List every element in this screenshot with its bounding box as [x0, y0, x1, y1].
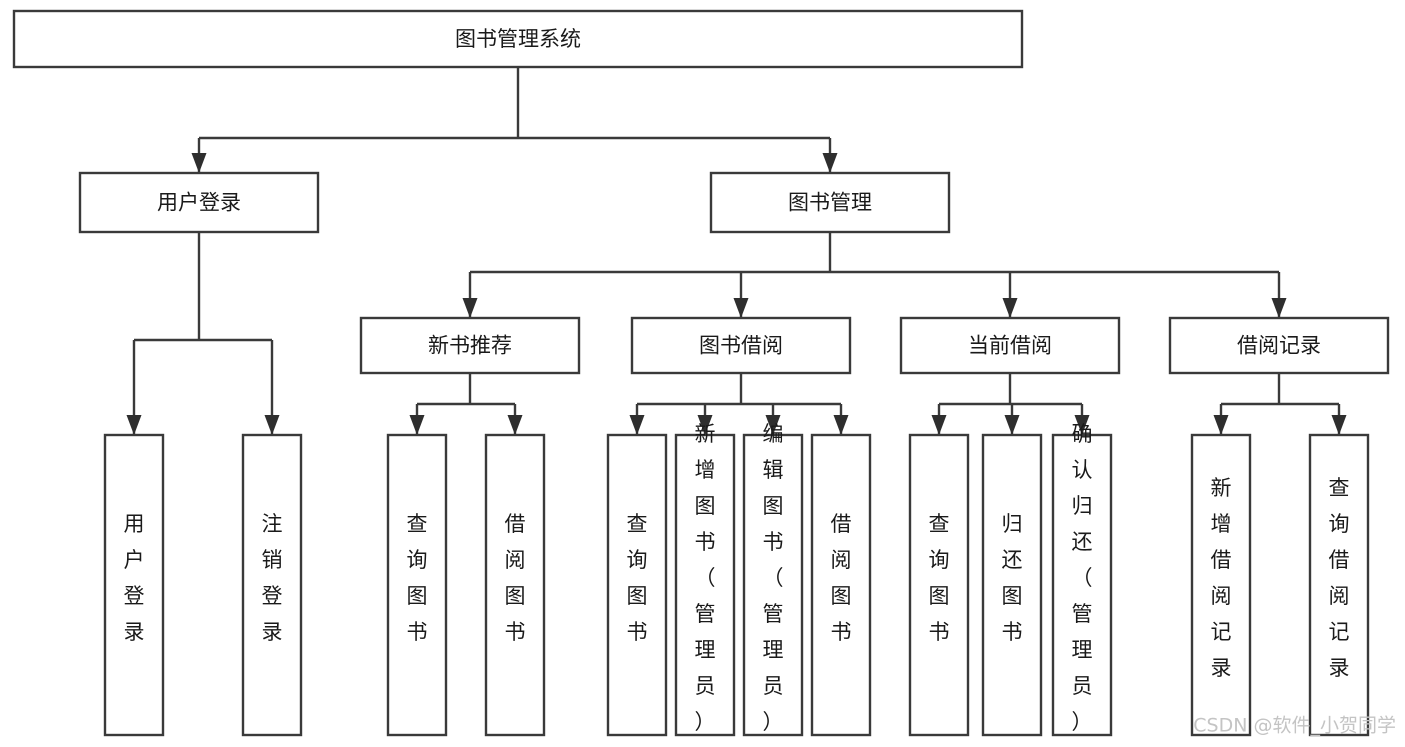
- arrow-head-borrow-edit-book: [765, 415, 781, 435]
- node-borrow-records[interactable]: 借阅记录: [1168, 316, 1390, 375]
- node-current-borrow[interactable]: 当前借阅: [899, 316, 1121, 375]
- node-box-record-add[interactable]: [1190, 433, 1252, 737]
- node-box-borrow-query-book[interactable]: [606, 433, 668, 737]
- node-current-query-book[interactable]: 查询图书: [908, 433, 970, 737]
- arrow-head-book-borrow: [733, 298, 749, 318]
- node-box-new-book-recommend[interactable]: [359, 316, 581, 375]
- node-user-login-leaf[interactable]: 用户登录: [103, 433, 165, 737]
- node-borrow-query-book[interactable]: 查询图书: [606, 433, 668, 737]
- arrow-head-new-book-recommend: [462, 298, 478, 318]
- node-label-current-borrow: 当前借阅: [968, 334, 1052, 358]
- node-new-book-recommend[interactable]: 新书推荐: [359, 316, 581, 375]
- node-label-current-query-book: 查询图书: [929, 512, 950, 644]
- node-label-new-book-recommend: 新书推荐: [428, 334, 512, 358]
- node-box-root[interactable]: [12, 9, 1024, 69]
- node-recommend-borrow-book[interactable]: 借阅图书: [484, 433, 546, 737]
- arrow-head-record-query: [1331, 415, 1347, 435]
- arrow-head-book-management: [822, 153, 838, 173]
- node-label-root: 图书管理系统: [455, 27, 581, 51]
- node-current-return-book[interactable]: 归还图书: [981, 433, 1043, 737]
- connector-layer: [126, 67, 1347, 435]
- node-box-recommend-borrow-book[interactable]: [484, 433, 546, 737]
- node-record-query[interactable]: 查询借阅记录: [1308, 433, 1370, 737]
- node-box-user-login-leaf[interactable]: [103, 433, 165, 737]
- arrow-head-user-login-leaf: [126, 415, 142, 435]
- node-root[interactable]: 图书管理系统: [12, 9, 1024, 69]
- arrow-head-user-login: [191, 153, 207, 173]
- node-box-book-management[interactable]: [709, 171, 951, 234]
- node-label-recommend-query-book: 查询图书: [407, 512, 428, 644]
- arrow-head-borrow-add-book: [697, 415, 713, 435]
- arrow-head-current-borrow: [1002, 298, 1018, 318]
- node-label-borrow-query-book: 查询图书: [627, 512, 648, 644]
- node-box-user-logout-leaf[interactable]: [241, 433, 303, 737]
- node-book-borrow[interactable]: 图书借阅: [630, 316, 852, 375]
- node-borrow-borrow-book[interactable]: 借阅图书: [810, 433, 872, 737]
- node-label-record-add: 新增借阅记录: [1211, 476, 1232, 680]
- node-label-book-borrow: 图书借阅: [699, 334, 783, 358]
- node-label-book-management: 图书管理: [788, 191, 872, 215]
- node-recommend-query-book[interactable]: 查询图书: [386, 433, 448, 737]
- node-label-borrow-add-book: 新增图书（管理员）: [695, 422, 716, 734]
- arrow-head-borrow-borrow-book: [833, 415, 849, 435]
- node-box-current-borrow[interactable]: [899, 316, 1121, 375]
- node-label-user-login-leaf: 用户登录: [124, 512, 145, 644]
- arrow-head-current-query-book: [931, 415, 947, 435]
- node-label-recommend-borrow-book: 借阅图书: [505, 512, 526, 644]
- node-user-logout-leaf[interactable]: 注销登录: [241, 433, 303, 737]
- csdn-watermark: CSDN @软件_小贺同学: [1193, 715, 1396, 737]
- node-label-current-return-book: 归还图书: [1002, 512, 1023, 644]
- node-record-add[interactable]: 新增借阅记录: [1190, 433, 1252, 737]
- arrow-head-user-logout-leaf: [264, 415, 280, 435]
- node-borrow-edit-book[interactable]: 编辑图书（管理员）: [742, 422, 804, 737]
- node-box-record-query[interactable]: [1308, 433, 1370, 737]
- arrow-head-current-confirm-return: [1074, 415, 1090, 435]
- node-label-borrow-borrow-book: 借阅图书: [831, 512, 852, 644]
- node-box-current-confirm-return[interactable]: [1051, 433, 1113, 737]
- node-label-user-logout-leaf: 注销登录: [262, 512, 283, 644]
- node-label-borrow-records: 借阅记录: [1237, 334, 1321, 358]
- node-label-current-confirm-return: 确认归还（管理员）: [1072, 422, 1093, 734]
- arrow-head-borrow-query-book: [629, 415, 645, 435]
- arrow-head-record-add: [1213, 415, 1229, 435]
- node-box-borrow-edit-book[interactable]: [742, 433, 804, 737]
- arrow-head-recommend-borrow-book: [507, 415, 523, 435]
- node-box-borrow-add-book[interactable]: [674, 433, 736, 737]
- node-box-recommend-query-book[interactable]: [386, 433, 448, 737]
- node-box-current-query-book[interactable]: [908, 433, 970, 737]
- node-book-management[interactable]: 图书管理: [709, 171, 951, 234]
- node-layer: 图书管理系统用户登录图书管理用户登录注销登录新书推荐图书借阅当前借阅借阅记录查询…: [12, 9, 1390, 737]
- node-box-current-return-book[interactable]: [981, 433, 1043, 737]
- node-label-borrow-edit-book: 编辑图书（管理员）: [763, 422, 784, 734]
- node-box-book-borrow[interactable]: [630, 316, 852, 375]
- node-label-user-login: 用户登录: [157, 191, 241, 215]
- node-current-confirm-return[interactable]: 确认归还（管理员）: [1051, 422, 1113, 737]
- arrow-head-borrow-records: [1271, 298, 1287, 318]
- node-user-login[interactable]: 用户登录: [78, 171, 320, 234]
- arrow-head-recommend-query-book: [409, 415, 425, 435]
- node-box-borrow-records[interactable]: [1168, 316, 1390, 375]
- node-box-user-login[interactable]: [78, 171, 320, 234]
- node-label-record-query: 查询借阅记录: [1329, 476, 1350, 680]
- node-borrow-add-book[interactable]: 新增图书（管理员）: [674, 422, 736, 737]
- arrow-head-current-return-book: [1004, 415, 1020, 435]
- node-box-borrow-borrow-book[interactable]: [810, 433, 872, 737]
